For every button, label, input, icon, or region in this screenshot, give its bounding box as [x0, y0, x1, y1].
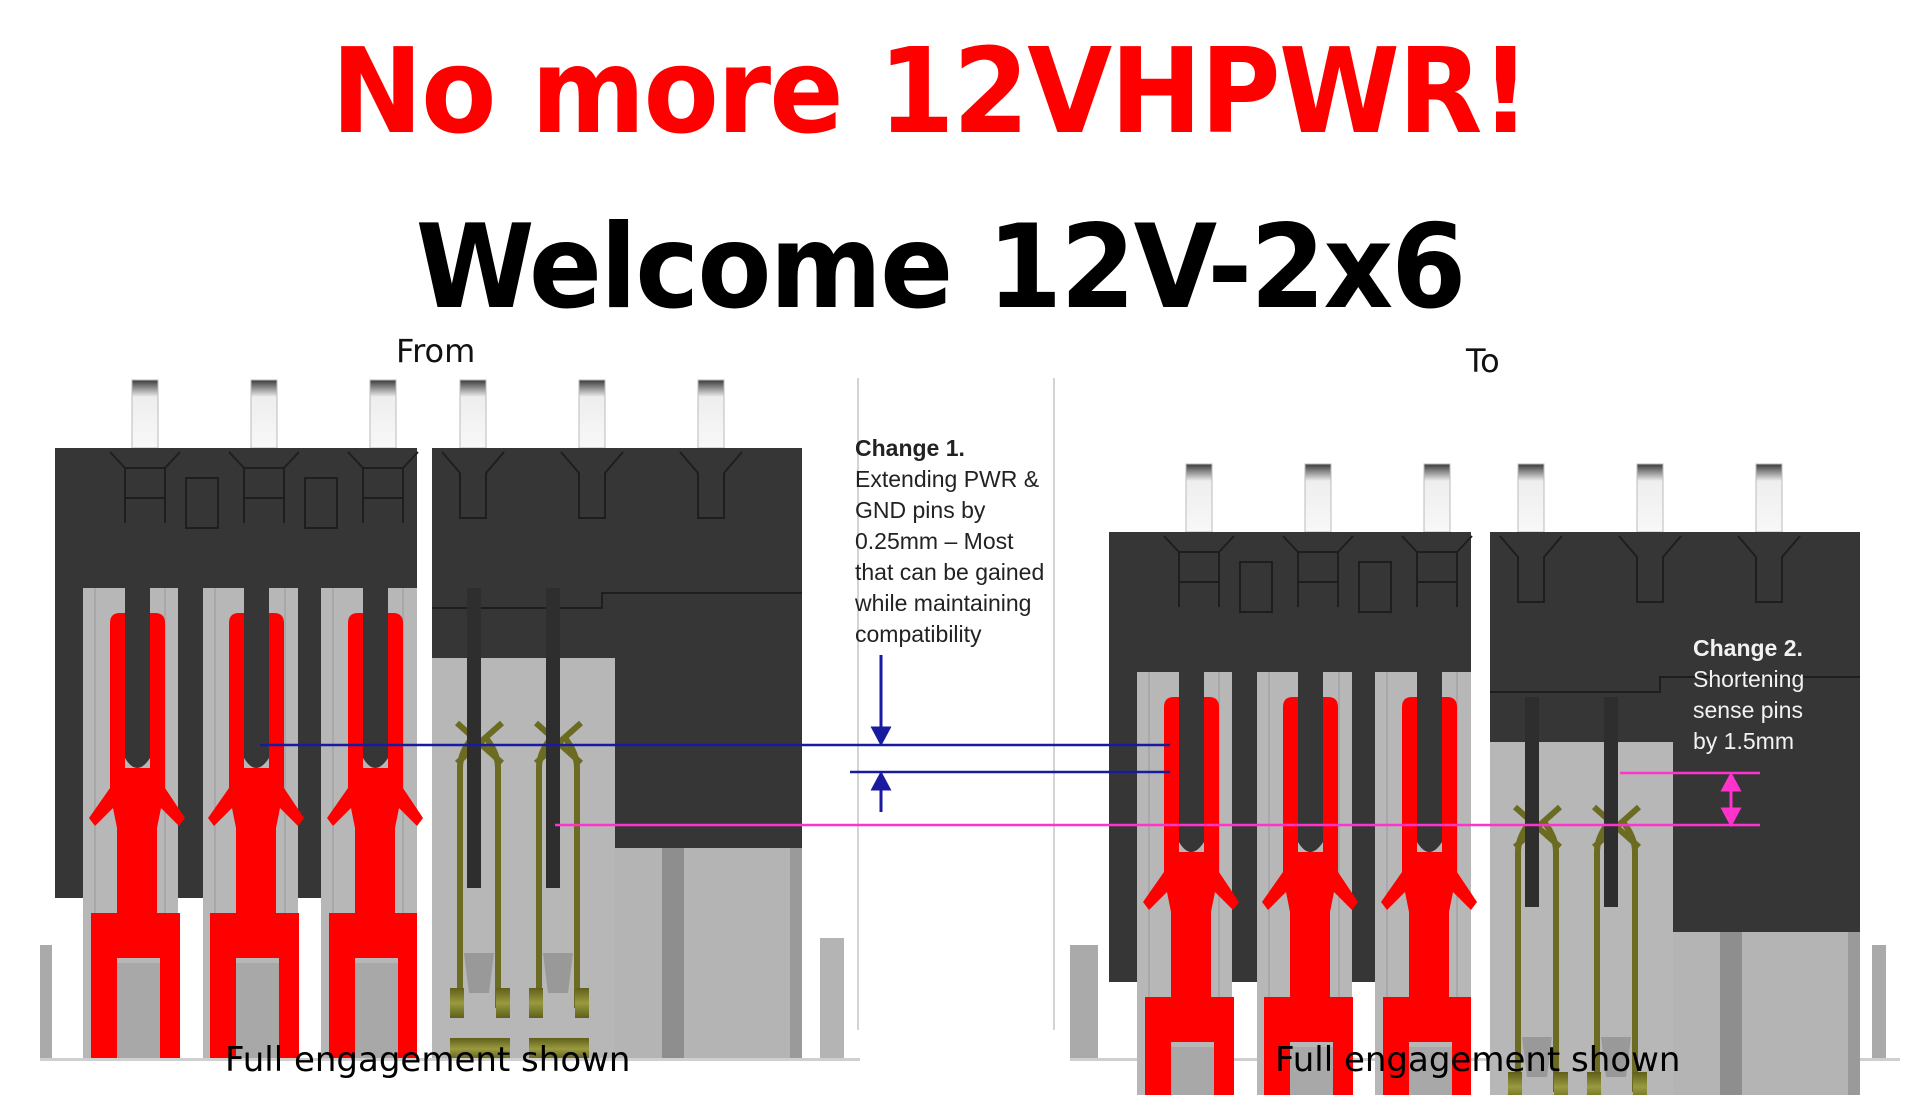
- change2-line: sense pins: [1693, 697, 1803, 723]
- headline-welcome-12v-2x6: Welcome 12V-2x6: [415, 200, 1467, 335]
- change1-title: Change 1.: [855, 435, 965, 461]
- change2-arrow: [1720, 771, 1742, 828]
- headline-no-more-12vhpwr: No more 12VHPWR!: [331, 22, 1531, 160]
- to-caption: Full engagement shown: [1275, 1040, 1681, 1080]
- change2-line: by 1.5mm: [1693, 728, 1794, 754]
- from-sense-section: [432, 380, 802, 1060]
- change1-line: while maintaining: [855, 590, 1032, 616]
- change1-line: 0.25mm – Most: [855, 528, 1014, 554]
- change2-line: Shortening: [1693, 666, 1805, 692]
- from-power-section: [54, 379, 424, 1059]
- change1-line: Extending PWR &: [855, 466, 1040, 492]
- to-power-section: [1108, 463, 1478, 1095]
- change2-title: Change 2.: [1693, 635, 1803, 661]
- change1-line: compatibility: [855, 621, 982, 647]
- change2-reference-lines: [555, 771, 1760, 827]
- change1-line: that can be gained: [855, 559, 1045, 585]
- change1-reference-lines: [260, 743, 1170, 774]
- to-sense-section: [1490, 464, 1860, 1095]
- change2-annotation: Change 2. Shortening sense pins by 1.5mm: [1693, 633, 1804, 757]
- from-caption: Full engagement shown: [225, 1040, 631, 1080]
- change1-arrows: [870, 655, 892, 812]
- from-label: From: [396, 332, 476, 370]
- change1-annotation: Change 1. Extending PWR & GND pins by 0.…: [855, 433, 1044, 650]
- change1-line: GND pins by: [855, 497, 986, 523]
- to-label: To: [1466, 342, 1500, 380]
